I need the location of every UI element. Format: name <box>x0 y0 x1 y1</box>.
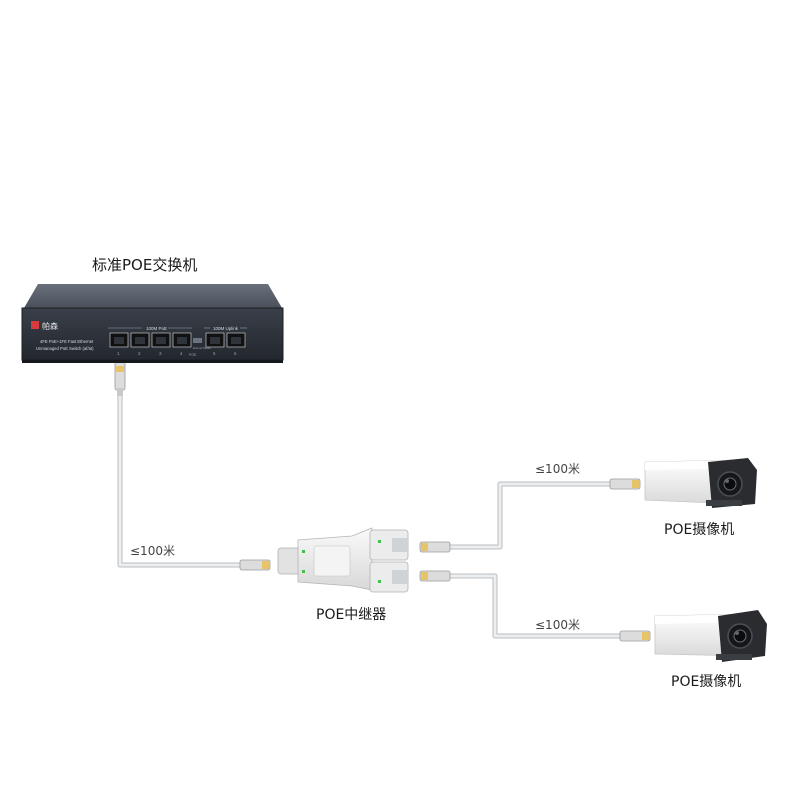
switch-title: 标准POE交换机 <box>92 256 198 274</box>
poe-extender-icon <box>277 527 409 593</box>
poe-group-label: 100M PoE <box>146 326 167 331</box>
port-number: 2 <box>138 351 141 356</box>
status-led <box>302 550 305 553</box>
port-number: 4 <box>180 351 183 356</box>
status-led <box>378 540 381 543</box>
port-number: 6 <box>234 351 237 356</box>
rj45-connector-icon <box>239 559 271 571</box>
extend-mode-switch <box>193 338 202 343</box>
bullet-camera-icon <box>644 458 757 508</box>
camera-label: POE摄像机 <box>671 674 742 690</box>
cable-extender-to-camera2 <box>447 573 625 639</box>
port-number: 3 <box>159 351 162 356</box>
bullet-camera-icon <box>654 610 767 662</box>
port-number: 1 <box>117 351 120 356</box>
port-number: 5 <box>213 351 216 356</box>
ethernet-switch-icon: 帕森 4FE PoE+1FE Fast Ethernet Unmanaged P… <box>21 284 284 363</box>
uplink-group-label: 100M Uplink <box>213 326 239 331</box>
extender-label: POE中继器 <box>316 607 387 623</box>
switch-brand: 帕森 <box>42 321 58 331</box>
rj45-connector-icon <box>619 630 651 642</box>
distance-label: ≤100米 <box>535 618 580 632</box>
distance-label: ≤100米 <box>535 462 580 476</box>
extend-mode-label: Extend Mode <box>193 346 211 350</box>
rj45-connector-icon <box>419 570 451 582</box>
status-led <box>378 580 381 583</box>
camera-label: POE摄像机 <box>664 522 735 538</box>
rj45-connector-icon <box>609 478 641 490</box>
distance-label: ≤100米 <box>130 544 175 558</box>
rj45-connector-icon <box>114 361 126 396</box>
switch-model-line1: 4FE PoE+1FE Fast Ethernet <box>40 339 94 344</box>
brand-logo <box>31 321 39 329</box>
switch-model-line2: Unmanaged PoE Switch (af/at) <box>36 346 94 351</box>
status-led <box>302 570 305 573</box>
poe-tag: POE <box>189 353 197 357</box>
cable-switch-to-extender <box>117 392 248 568</box>
rj45-connector-icon <box>419 541 451 553</box>
cable-extender-to-camera1 <box>447 481 615 550</box>
